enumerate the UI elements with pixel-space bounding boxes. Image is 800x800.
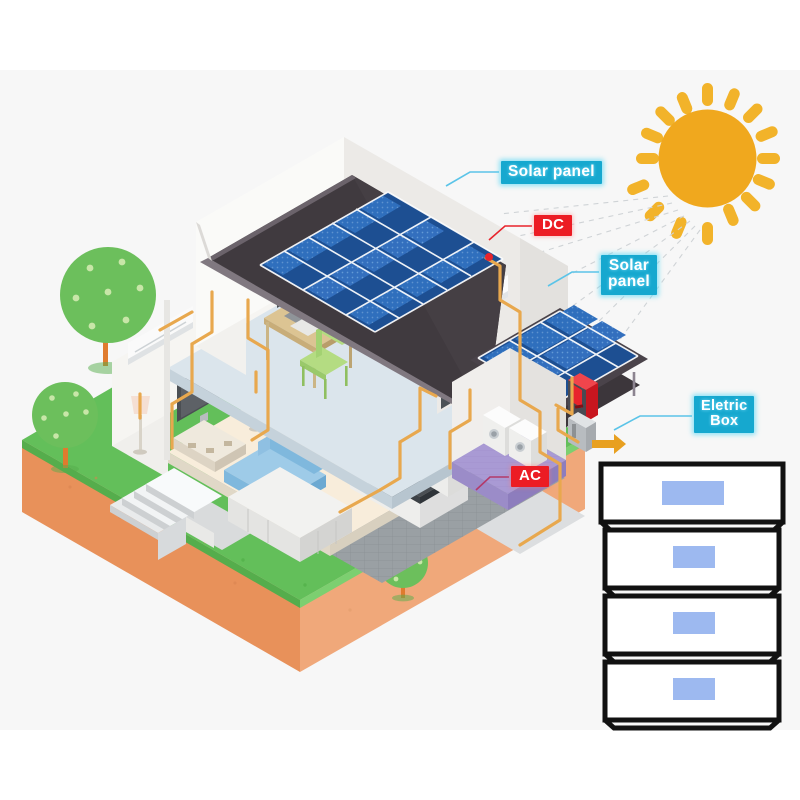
kitchen-counter <box>228 467 352 562</box>
battery-rack <box>598 461 786 731</box>
rack-panel-3 <box>673 612 715 634</box>
tv-stand <box>173 420 246 472</box>
rack-panel-2 <box>673 546 715 568</box>
electrical-conduits <box>138 256 580 547</box>
label-eletric-box: Eletric Box <box>694 396 755 434</box>
rack-tier-1 <box>598 461 786 525</box>
keyboard <box>290 317 324 336</box>
entrance-stairs <box>110 468 222 560</box>
label-ac-current: AC <box>511 466 550 487</box>
rack-tier-3 <box>602 593 782 657</box>
label-solar-panel-ground: Solar panel <box>601 255 657 295</box>
tree-medium-front <box>32 382 98 473</box>
rack-tier-2 <box>602 527 782 591</box>
rack-tier-4 <box>602 659 782 723</box>
rack-panel-4 <box>673 678 715 700</box>
callout-leader-lines <box>445 171 692 491</box>
tree-large-back <box>60 247 156 374</box>
solar-panel-array-roof <box>259 191 504 333</box>
label-solar-panel-roof: Solar panel <box>501 161 602 185</box>
power-output-arrow <box>592 434 626 454</box>
label-dc-current: DC <box>534 215 573 236</box>
house-structure <box>110 137 648 583</box>
sun-icon <box>627 83 780 245</box>
dc-connector-dot <box>485 253 493 261</box>
rack-panel-1 <box>662 481 724 505</box>
